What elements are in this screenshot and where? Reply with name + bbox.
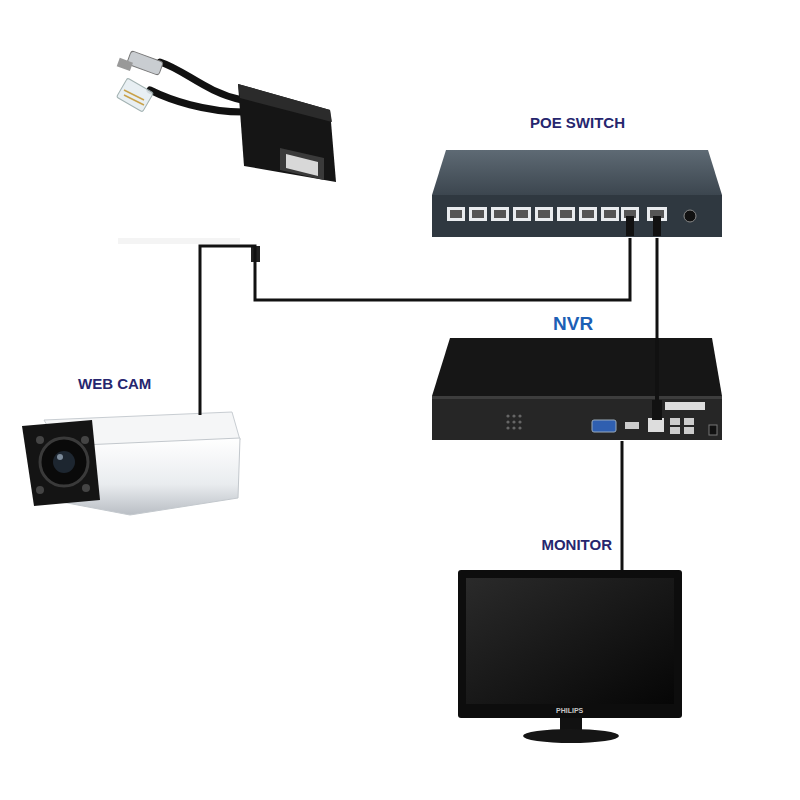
camera-node: WEB CAM xyxy=(22,415,242,515)
network-cable xyxy=(200,238,630,415)
poe-switch-device xyxy=(432,150,722,237)
nvr-device xyxy=(432,338,722,440)
network-cable xyxy=(656,238,659,338)
nvr-node: NVR xyxy=(432,338,722,441)
brand-label: PHILIPS xyxy=(556,706,583,715)
poe-splitter xyxy=(117,51,336,182)
monitor-node: MONITOR xyxy=(458,570,682,742)
device-label: MONITOR xyxy=(541,536,612,554)
device-label: POE SWITCH xyxy=(530,114,625,132)
splitter-slot xyxy=(118,238,240,244)
device-label: WEB CAM xyxy=(78,375,151,393)
monitor-device xyxy=(458,570,682,743)
network-cable xyxy=(621,441,624,570)
web-cam-device xyxy=(22,412,240,515)
device-label: NVR xyxy=(553,312,593,335)
switch-node: POE SWITCH xyxy=(432,148,722,238)
